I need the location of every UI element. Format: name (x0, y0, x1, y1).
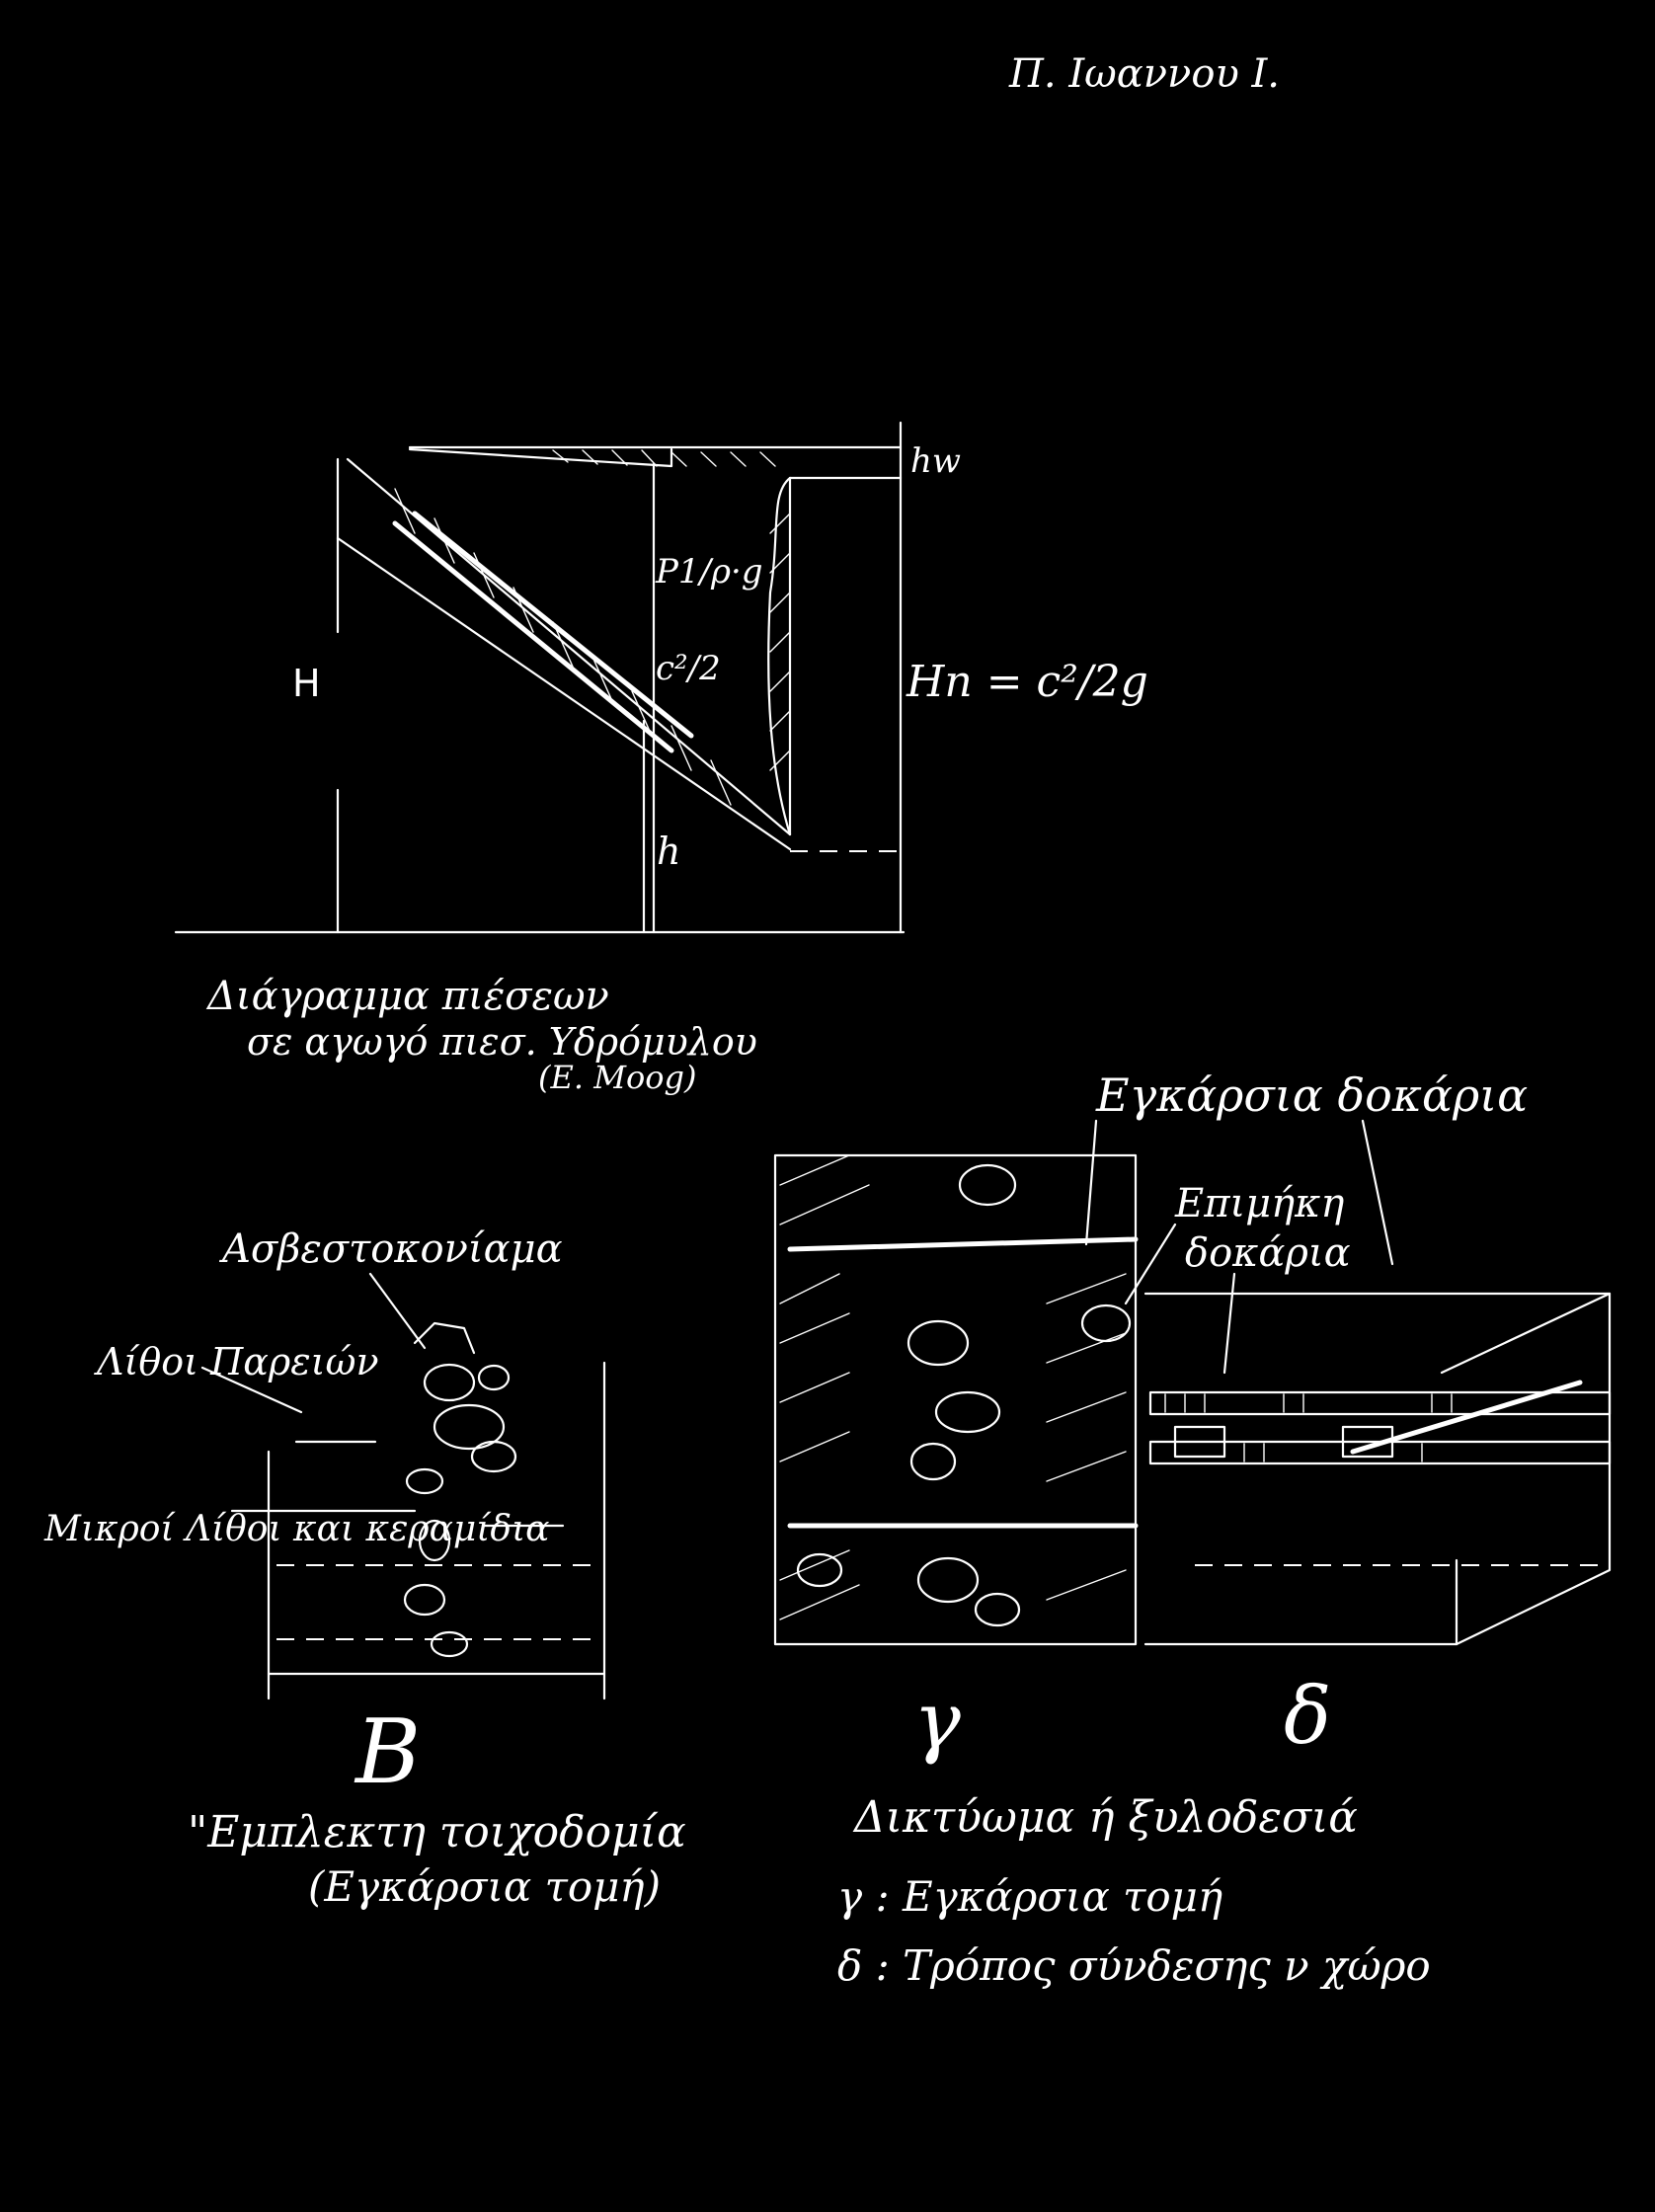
section-gamma-outline (773, 1153, 1138, 1646)
wall-section-diagram: Ασβεστοκονίαμα Λίθοι Παρειών Μικροί Λίθο… (43, 1226, 686, 1911)
gamma-rubble (796, 1163, 1132, 1627)
caption-gd-line3: δ : Τρόπος σύνδεσης ν χώρο (837, 1941, 1431, 1990)
label-Hn: Hn = c²/2g (906, 657, 1148, 707)
label-lime-mortar: Ασβεστοκονίαμα (218, 1226, 563, 1272)
letter-delta: δ (1284, 1670, 1331, 1762)
penstock-lower-wall (336, 536, 792, 851)
caption-a-line3: (Ε. Μοοg) (538, 1059, 696, 1096)
leader-long-2 (1222, 1272, 1236, 1375)
label-H: H (292, 662, 321, 705)
delta-beam-hatch (1164, 1393, 1453, 1462)
caption-b-line2: (Εγκάρσια τομή) (308, 1862, 661, 1911)
leader-cross-1 (1084, 1119, 1098, 1246)
delta-cross-beam (1350, 1380, 1583, 1455)
label-h: h (657, 830, 680, 873)
letter-gamma: γ (913, 1675, 961, 1767)
pipe-stripe-2 (412, 511, 694, 739)
caption-gd-line2: γ : Εγκάρσια τομή (837, 1872, 1222, 1921)
letter-b: Β (354, 1700, 421, 1804)
author-label: Π. Ιωαννου Ι. (1008, 51, 1280, 97)
label-cross-beams: Εγκάρσια δοκάρια (1095, 1068, 1528, 1122)
gamma-hatch (779, 1154, 1127, 1620)
pressure-diagram: H hw Hn = c²/2g (174, 421, 1148, 1096)
surface-wedge (408, 447, 673, 468)
label-p: P1/ρ·g (655, 552, 763, 592)
caption-a-line2: σε αγωγό πιεσ. Υδρόμυλου (247, 1020, 757, 1064)
pipe-stripe-1 (392, 520, 674, 753)
caption-b-line1: "Εμπλεκτη τοιχοδομία (188, 1807, 686, 1857)
label-stones: Λίθοι Παρειών (94, 1340, 379, 1383)
delta-box-diagonal (1440, 1292, 1612, 1375)
leader-mortar (368, 1272, 427, 1350)
delta-long-beam-upper (1148, 1390, 1612, 1416)
label-small-stones: Μικροί Λίθοι και κεραμίδια (43, 1509, 550, 1549)
label-long-beams-1: Επιμήκη (1174, 1181, 1344, 1226)
curve-hatch (769, 513, 791, 771)
label-long-beams-2: δοκάρια (1185, 1230, 1351, 1276)
pressure-curve (767, 476, 792, 836)
rubble-core (403, 1321, 517, 1658)
pipe-hatch (394, 488, 732, 806)
caption-a-line1: Διάγραμμα πιέσεων (205, 974, 609, 1019)
gamma-beam-top (787, 1236, 1139, 1252)
surface-hatch (552, 449, 776, 467)
delta-joint-2 (1341, 1425, 1394, 1459)
leader-cross-2 (1361, 1119, 1394, 1266)
timber-lacing-diagram: Εγκάρσια δοκάρια Επιμήκη δοκάρια (773, 1068, 1612, 1990)
caption-gd-line1: Δικτύωμα ή ξυλοδεσιά (852, 1792, 1358, 1843)
leader-stones (200, 1366, 303, 1414)
leader-long-1 (1124, 1223, 1177, 1305)
delta-joint-1 (1173, 1425, 1226, 1459)
label-hw: hw (910, 441, 961, 481)
delta-box-outline (1143, 1292, 1612, 1646)
label-c: c²/2 (656, 649, 721, 688)
